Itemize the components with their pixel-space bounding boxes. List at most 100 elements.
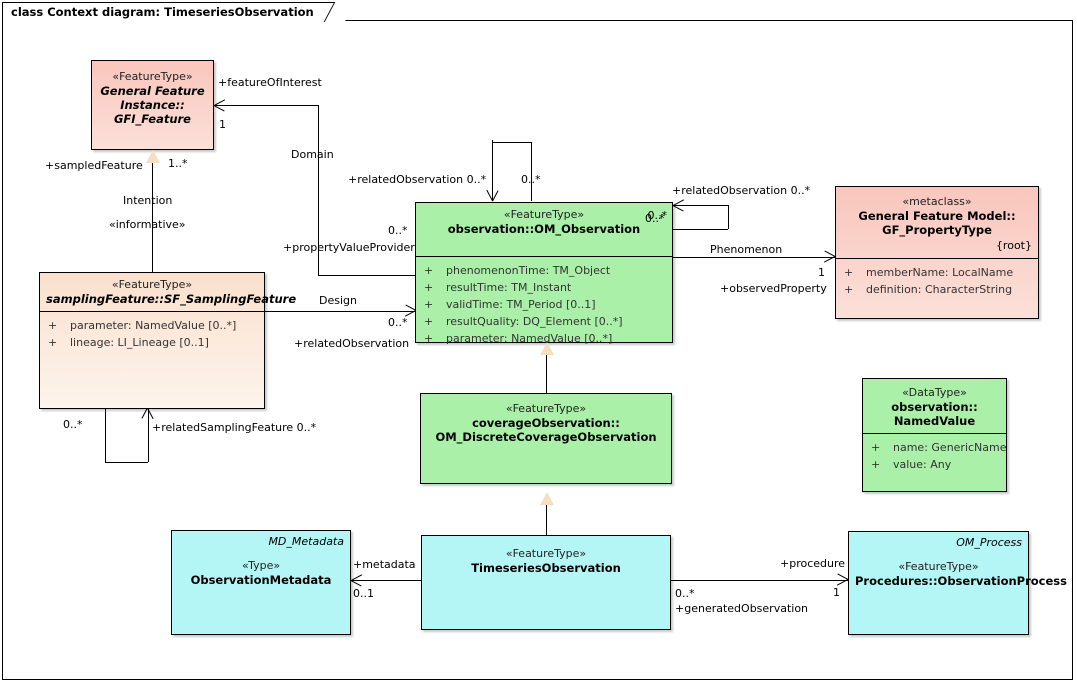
attribute-row: +resultQuality: DQ_Element [0..*] bbox=[424, 313, 668, 330]
attribute-row: +parameter: NamedValue [0..*] bbox=[48, 317, 260, 334]
attribute-visibility: + bbox=[48, 336, 58, 349]
label-property-value-provider-mult: 0..* bbox=[388, 224, 408, 237]
class-observation-process-name: Procedures::ObservationProcess bbox=[855, 574, 1067, 588]
line-procedure bbox=[671, 580, 848, 581]
diagram-tab-title: class Context diagram: TimeseriesObserva… bbox=[11, 5, 314, 19]
class-observation-metadata[interactable]: MD_Metadata «Type» ObservationMetadata bbox=[171, 530, 351, 635]
class-gf-property-type-attributes: + memberName: LocalName +definition: Char… bbox=[836, 258, 1038, 303]
attribute-row: +validTime: TM_Period [0..1] bbox=[424, 296, 668, 313]
attribute-text: phenomenonTime: TM_Object bbox=[446, 264, 611, 277]
class-observation-metadata-typename: MD_Metadata bbox=[268, 535, 344, 548]
label-procedure-role: +procedure bbox=[780, 557, 846, 570]
line-design bbox=[265, 311, 416, 312]
class-gfi-feature-name-1: General Feature bbox=[100, 84, 205, 98]
label-generated-observation-role: +generatedObservation bbox=[675, 602, 809, 615]
generalization-triangle-intention bbox=[146, 150, 160, 163]
class-named-value-stereotype: «DataType» bbox=[902, 386, 967, 399]
class-named-value-attributes: + name: GenericName + value: Any bbox=[863, 433, 1007, 478]
class-om-observation-corner-multiplicity: 0..* bbox=[647, 209, 668, 222]
line-metadata bbox=[351, 580, 422, 581]
attribute-visibility: + bbox=[424, 332, 434, 345]
class-om-observation[interactable]: «FeatureType» observation::OM_Observatio… bbox=[415, 202, 673, 345]
attribute-text: parameter: NamedValue [0..*] bbox=[70, 319, 237, 332]
label-property-value-provider-role: +propertyValueProvider bbox=[283, 241, 415, 254]
line-phenomenon bbox=[673, 257, 835, 258]
attribute-visibility: + bbox=[424, 281, 434, 294]
attribute-row: +definition: CharacterString bbox=[844, 281, 1034, 298]
label-design-name: Design bbox=[319, 294, 357, 307]
class-observation-process-stereotype: «FeatureType» bbox=[898, 560, 979, 573]
label-domain: Domain bbox=[291, 148, 334, 161]
class-gf-property-type[interactable]: «metaclass» General Feature Model:: GF_P… bbox=[835, 186, 1039, 319]
class-gf-property-type-name-1: General Feature Model:: bbox=[858, 209, 1016, 223]
class-sf-sampling-feature[interactable]: «FeatureType» samplingFeature::SF_Sampli… bbox=[39, 272, 297, 409]
attribute-row: + phenomenonTime: TM_Object bbox=[424, 262, 668, 279]
attribute-text: resultTime: TM_Instant bbox=[446, 281, 572, 294]
label-metadata-mult: 0..1 bbox=[353, 587, 374, 600]
line-gen-timeseries bbox=[546, 505, 547, 535]
attribute-text: resultQuality: DQ_Element [0..*] bbox=[446, 315, 623, 328]
attribute-visibility: + bbox=[871, 458, 881, 471]
line-related-observation-topright-h bbox=[492, 142, 532, 143]
attribute-text: definition: CharacterString bbox=[866, 283, 1013, 296]
class-named-value-name-1: observation:: bbox=[891, 400, 978, 414]
label-metadata-role: +metadata bbox=[353, 558, 416, 571]
attribute-text: parameter: NamedValue [0..*] bbox=[446, 332, 613, 345]
label-intention-stereotype: «informative» bbox=[109, 218, 186, 231]
class-om-discrete-coverage-observation-name-1: coverageObservation:: bbox=[472, 416, 620, 430]
class-timeseries-observation-stereotype: «FeatureType» bbox=[505, 547, 587, 560]
line-related-observation-topleft bbox=[492, 140, 493, 201]
line-self-sf-v2 bbox=[148, 408, 149, 462]
attribute-row: + memberName: LocalName bbox=[844, 264, 1034, 281]
label-design-mult: 0..* bbox=[388, 316, 408, 329]
label-feature-of-interest-role: +featureOfInterest bbox=[218, 76, 322, 89]
label-feature-of-interest-mult: 1 bbox=[219, 118, 226, 131]
attribute-visibility: + bbox=[844, 266, 854, 279]
class-gfi-feature-name-2: Instance:: bbox=[120, 98, 185, 112]
label-design-role: +relatedObservation bbox=[294, 337, 410, 350]
class-observation-process-typename: OM_Process bbox=[956, 536, 1022, 549]
line-self-obs-v bbox=[728, 205, 729, 229]
line-self-sf-v1 bbox=[105, 408, 106, 462]
label-phenomenon-name: Phenomenon bbox=[710, 243, 783, 256]
attribute-text: lineage: LI_Lineage [0..1] bbox=[70, 336, 209, 349]
label-procedure-mult: 1 bbox=[833, 586, 840, 599]
class-om-discrete-coverage-observation[interactable]: «FeatureType» coverageObservation:: OM_D… bbox=[420, 393, 672, 484]
label-related-sampling-feature-mult: 0..* bbox=[63, 418, 83, 431]
diagram-tab: class Context diagram: TimeseriesObserva… bbox=[2, 2, 356, 22]
label-observed-property-role: +observedProperty bbox=[720, 282, 827, 295]
class-gf-property-type-stereotype: «metaclass» bbox=[902, 195, 972, 208]
class-gfi-feature[interactable]: «FeatureType» General Feature Instance::… bbox=[91, 60, 214, 150]
class-named-value[interactable]: «DataType» observation:: NamedValue + nam… bbox=[862, 378, 1007, 492]
class-named-value-name-2: NamedValue bbox=[893, 414, 976, 428]
line-intention bbox=[152, 163, 153, 273]
attribute-text: value: Any bbox=[893, 458, 952, 471]
attribute-text: validTime: TM_Period [0..1] bbox=[446, 298, 596, 311]
class-gf-property-type-root-tag: {root} bbox=[995, 239, 1032, 252]
attribute-text: memberName: LocalName bbox=[866, 266, 1014, 279]
line-self-sf-h bbox=[105, 462, 148, 463]
class-om-observation-attributes: + phenomenonTime: TM_Object + resultTime: … bbox=[416, 256, 672, 352]
attribute-row: + parameter: NamedValue [0..*] bbox=[424, 330, 668, 347]
attribute-visibility: + bbox=[871, 441, 881, 454]
class-observation-process[interactable]: OM_Process «FeatureType» Procedures::Obs… bbox=[848, 531, 1067, 635]
label-related-observation-topleft: +relatedObservation 0..* bbox=[348, 173, 487, 186]
class-om-discrete-coverage-observation-stereotype: «FeatureType» bbox=[505, 402, 587, 415]
label-related-observation-topright-mult: 0..* bbox=[521, 173, 541, 186]
class-sf-sampling-feature-name: samplingFeature::SF_SamplingFeature bbox=[46, 292, 297, 306]
generalization-triangle-timeseries bbox=[540, 492, 554, 505]
class-gfi-feature-stereotype: «FeatureType» bbox=[112, 70, 193, 83]
attribute-row: + value: Any bbox=[871, 456, 1002, 473]
line-self-obs-h1 bbox=[673, 205, 728, 206]
label-sampled-feature-mult: 1..* bbox=[168, 157, 188, 170]
class-timeseries-observation[interactable]: «FeatureType» TimeseriesObservation bbox=[421, 535, 671, 630]
class-observation-metadata-name: ObservationMetadata bbox=[190, 573, 332, 587]
class-observation-metadata-stereotype: «Type» bbox=[241, 559, 281, 572]
class-sf-sampling-feature-attributes: +parameter: NamedValue [0..*] + lineage: … bbox=[40, 311, 264, 356]
label-sampled-feature-role: +sampledFeature bbox=[45, 159, 143, 172]
line-domain-v bbox=[318, 105, 319, 275]
attribute-visibility: + bbox=[424, 264, 434, 277]
tab-slant-decoration bbox=[323, 2, 356, 22]
attribute-text: name: GenericName bbox=[893, 441, 1007, 454]
